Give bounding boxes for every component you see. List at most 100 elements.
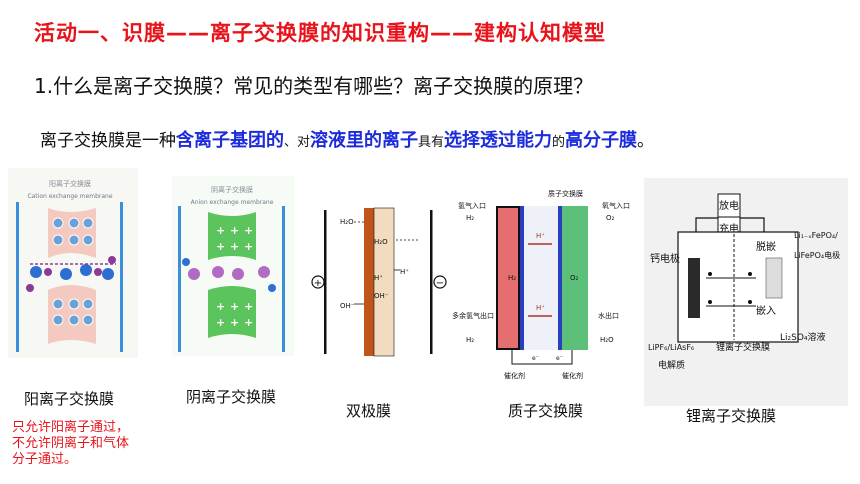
slide-title: 活动一、识膜——离子交换膜的知识重构——建构认知模型: [34, 21, 606, 45]
anion-diagram-subtitle: Anion exchange membrane: [191, 199, 274, 206]
caption-bipolar-membrane: 双极膜: [346, 402, 392, 420]
cation-note: 只允许阳离子通过， 不允许阴离子和气体 分子通过。: [12, 420, 129, 468]
proton-water-outlet-symbol: H₂O: [600, 336, 614, 344]
bipolar-membrane-diagram: + − H₂O H₂O H⁺ OH⁻ OH⁻ H⁺: [310, 204, 450, 360]
definition-highlight-polymer: 高分子膜: [565, 130, 638, 151]
cation-membrane-lower: [48, 285, 96, 344]
cation-moving-ions: [30, 264, 114, 280]
lithium-fepo4-label-2: LiFePO₄电极: [794, 250, 840, 260]
caption-proton-membrane: 质子交换膜: [508, 402, 584, 420]
proton-membrane-diagram: 质子交换膜 氢气入口 H₂ 氧气入口 O₂ H₂ O₂ H⁺ H⁺ 多余氢气出口…: [452, 184, 634, 384]
proton-h-plus-upper: H⁺: [536, 232, 545, 240]
proton-h-plus-lower: H⁺: [536, 304, 545, 312]
bipolar-h-plus-center: H⁺: [374, 274, 383, 282]
bipolar-anion-layer: [373, 207, 395, 357]
anion-moving-ions: [188, 266, 270, 280]
definition-part-3: 具有: [418, 135, 445, 150]
svg-text:+: +: [230, 240, 239, 253]
caption-cation-membrane: 阳离子交换膜: [24, 390, 115, 408]
bipolar-h2o-center: H₂O: [374, 238, 388, 246]
cation-diagram-title: 阳离子交换膜: [49, 179, 91, 188]
cation-membrane-diagram: 阳离子交换膜 Cation exchange membrane: [8, 168, 138, 358]
caption-anion-membrane: 阴离子交换膜: [186, 388, 277, 406]
svg-text:+: +: [216, 300, 225, 313]
proton-o2-inlet-label: 氧气入口: [602, 201, 630, 210]
bipolar-plus-sign: +: [314, 278, 322, 289]
svg-text:+: +: [216, 240, 225, 253]
caption-lithium-membrane: 锂离子交换膜: [686, 407, 777, 425]
proton-h2-inlet-label: 氢气入口: [458, 201, 486, 210]
bipolar-h-plus-right: H⁺: [400, 268, 409, 276]
bipolar-minus-sign: −: [436, 278, 444, 289]
proton-catalyst-left-label: 催化剂: [504, 371, 525, 380]
bipolar-oh-left: OH⁻: [340, 302, 355, 310]
lithium-discharge-label: 放电: [719, 199, 739, 212]
svg-text:+: +: [230, 224, 239, 237]
bipolar-right-electrode: [430, 210, 433, 354]
anion-left-electrode: [178, 206, 181, 352]
cation-blocked-anions: [26, 256, 116, 292]
cation-right-electrode: [120, 202, 123, 352]
question-text: 1.什么是离子交换膜？常见的类型有哪些？离子交换膜的原理？: [34, 74, 594, 98]
proton-h2-chamber-label: H₂: [508, 274, 516, 282]
definition-part-4: 的: [552, 135, 566, 150]
bipolar-h2o-left: H₂O: [340, 218, 354, 226]
lithium-intercalate-label: 嵌入: [756, 305, 776, 317]
definition-highlight-ionic-groups: 含离子基团的: [176, 130, 284, 151]
proton-anode-chamber: [498, 208, 518, 348]
lithium-lipf6-label: LiPF₆/LiAsF₆: [648, 343, 694, 352]
cation-membrane-upper: [48, 208, 96, 258]
cation-note-line-1: 只允许阳离子通过，: [12, 420, 130, 435]
anion-right-electrode: [282, 206, 285, 352]
proton-electron-left: e⁻: [532, 355, 539, 362]
proton-catalyst-right-label: 催化剂: [562, 371, 583, 380]
definition-highlight-selective: 选择透过能力: [444, 130, 553, 151]
svg-text:+: +: [230, 316, 239, 329]
proton-o2-inlet-symbol: O₂: [606, 214, 615, 222]
anion-diagram-title: 阴离子交换膜: [211, 185, 253, 194]
proton-cathode-chamber: [562, 206, 588, 350]
anion-membrane-lower: [208, 286, 256, 338]
definition-part-2: 、对: [284, 135, 311, 150]
bipolar-oh-center: OH⁻: [374, 292, 389, 300]
bipolar-positive-terminal: [311, 275, 325, 289]
lithium-membrane-label: 锂离子交换膜: [716, 341, 770, 353]
definition-text: 离子交换膜是一种含离子基团的、对溶液里的离子具有选择透过能力的高分子膜。: [40, 126, 654, 152]
cation-left-electrode: [16, 202, 19, 352]
anion-membrane-upper: [208, 212, 256, 260]
svg-text:+: +: [216, 224, 225, 237]
definition-highlight-solution-ions: 溶液里的离子: [310, 130, 419, 151]
anion-fixed-cations: + + + + + + + + + + + +: [216, 224, 253, 329]
proton-water-outlet-label: 水出口: [598, 311, 619, 320]
svg-text:+: +: [244, 316, 253, 329]
lithium-li2so4-label: Li₂SO₄溶液: [780, 331, 826, 343]
cation-fixed-anions: [52, 217, 94, 326]
anion-membrane-diagram: 阴离子交换膜 Anion exchange membrane + + + + + + +…: [172, 176, 294, 356]
lithium-membrane-diagram: 放电 充电 钙电极 Li₁₋ₓFePO₄/ LiFePO₄电极 脱嵌 嵌入 Li…: [644, 178, 848, 406]
proton-catalyst-left: [520, 206, 524, 350]
svg-text:+: +: [216, 316, 225, 329]
lithium-deintercalate-label: 脱嵌: [756, 240, 776, 253]
proton-h2-outlet-symbol: H₂: [466, 336, 474, 344]
cation-diagram-subtitle: Cation exchange membrane: [27, 193, 112, 200]
svg-text:+: +: [230, 300, 239, 313]
cation-note-line-3: 分子通过。: [12, 452, 78, 467]
proton-membrane-label: 质子交换膜: [548, 189, 583, 198]
definition-part-5: 。: [637, 131, 655, 151]
lithium-fepo4-electrode: [765, 257, 783, 299]
bipolar-left-electrode: [324, 210, 327, 354]
definition-part-1: 离子交换膜是一种: [40, 131, 176, 151]
lithium-ca-electrode: [688, 258, 700, 318]
lithium-electrolyte-label: 电解质: [658, 359, 685, 371]
anion-blocked-cations: [182, 258, 276, 292]
bipolar-negative-terminal: [433, 275, 447, 289]
svg-text:+: +: [244, 300, 253, 313]
bipolar-cation-layer: [364, 208, 374, 356]
proton-catalyst-right: [558, 206, 562, 350]
svg-text:+: +: [244, 224, 253, 237]
proton-h2-inlet-symbol: H₂: [466, 214, 474, 222]
svg-text:+: +: [244, 240, 253, 253]
lithium-ca-electrode-label: 钙电极: [650, 252, 680, 265]
proton-h2-outlet-label: 多余氢气出口: [452, 311, 494, 320]
proton-o2-chamber-label: O₂: [570, 274, 579, 282]
